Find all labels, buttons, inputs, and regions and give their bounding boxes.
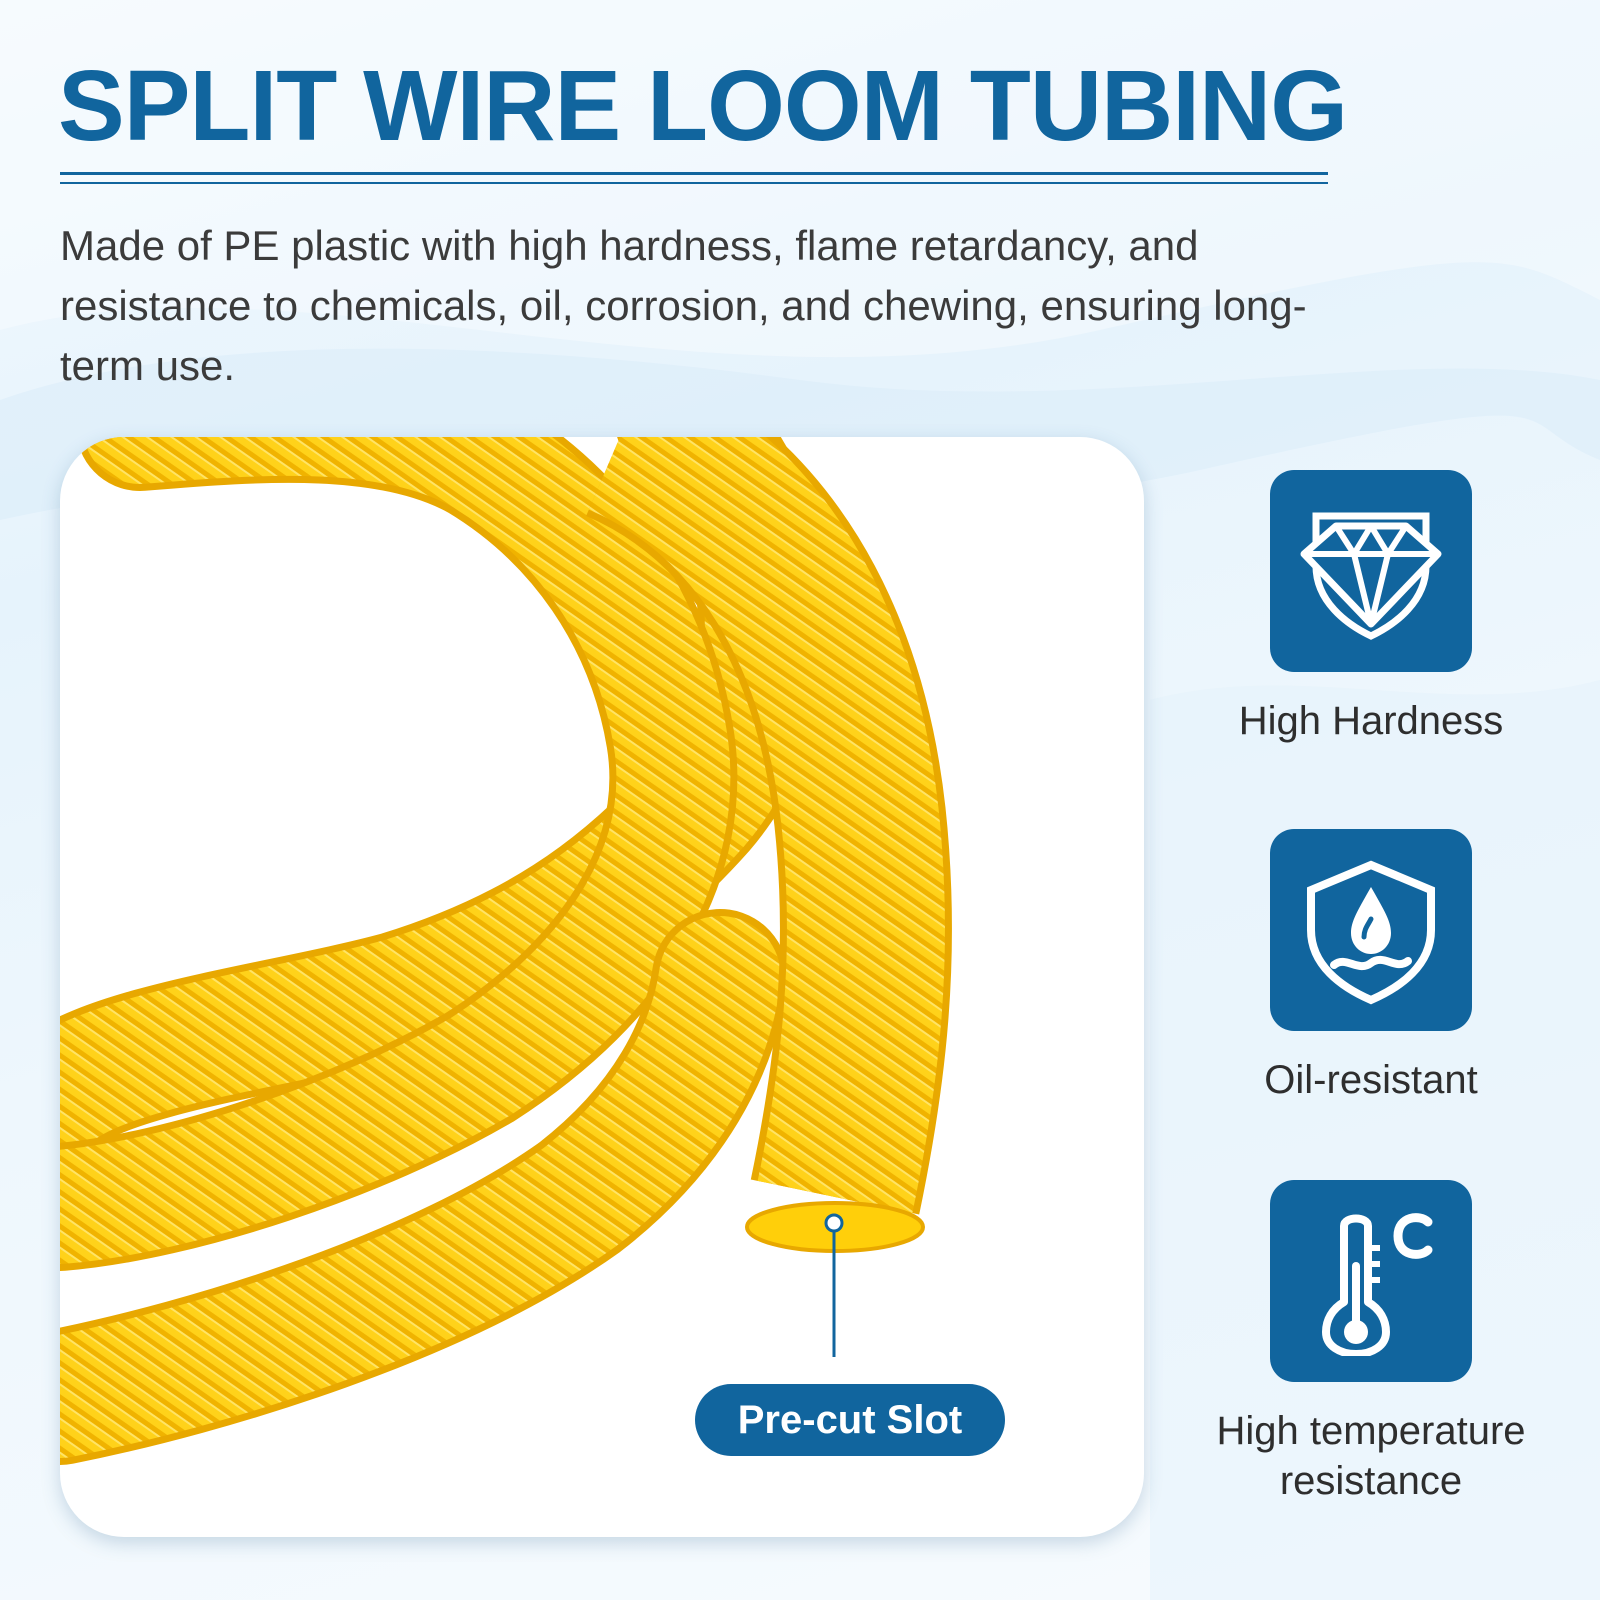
product-photo-panel: Pre-cut Slot: [60, 437, 1144, 1537]
title-underline: [60, 172, 1328, 175]
feature-label: High Hardness: [1238, 699, 1504, 743]
diamond-shield-icon: [1270, 470, 1472, 672]
feature-label: High temperature resistance: [1216, 1409, 1526, 1503]
feature-oil-resistant: Oil-resistant: [1168, 829, 1574, 1105]
oil-drop-shield-icon: [1270, 829, 1472, 1031]
pre-cut-slot-callout: Pre-cut Slot: [695, 1384, 1005, 1456]
feature-high-temperature-resistance: High temperature resistance: [1168, 1180, 1574, 1506]
product-description: Made of PE plastic with high hardness, f…: [60, 222, 1307, 389]
feature-high-hardness: High Hardness: [1168, 470, 1574, 746]
yellow-corrugated-tubing-image: [60, 437, 952, 1465]
page-title: SPLIT WIRE LOOM TUBING: [58, 50, 1348, 162]
thermometer-celsius-icon: [1270, 1180, 1472, 1382]
title-underline-thin: [60, 182, 1328, 184]
feature-label: Oil-resistant: [1264, 1058, 1478, 1102]
